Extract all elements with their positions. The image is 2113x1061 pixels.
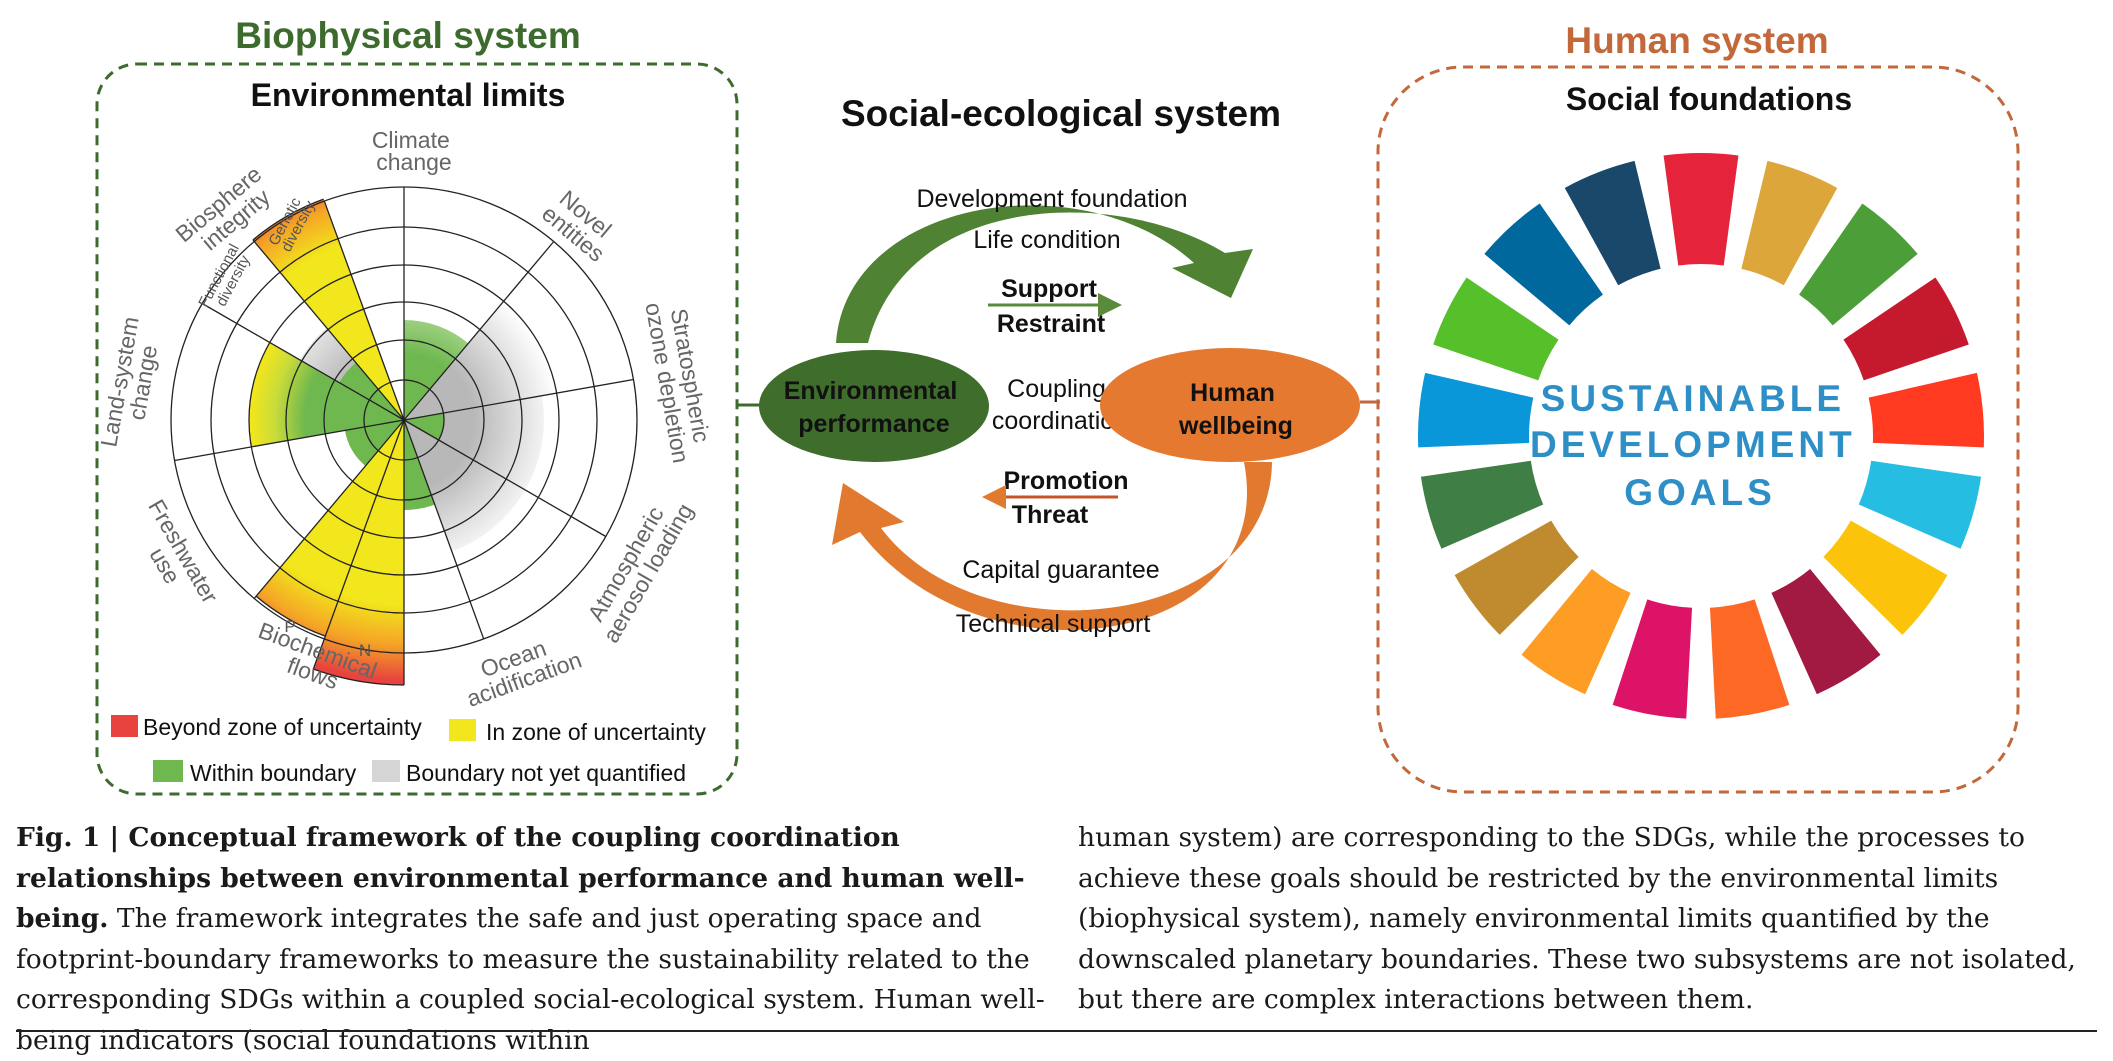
wedge-aerosol-loading bbox=[404, 420, 526, 552]
sdg-segment-14 bbox=[1418, 372, 1534, 448]
sdg-segment-10 bbox=[1612, 599, 1693, 719]
biophysical-panel: Biophysical system Environmental limits … bbox=[95, 15, 739, 796]
environmental-performance-node bbox=[759, 350, 989, 462]
legend-label-uncertain: In zone of uncertainty bbox=[486, 719, 706, 745]
sdg-segment-7 bbox=[1823, 520, 1948, 635]
boundary-spoke-12 bbox=[323, 200, 405, 421]
top-arc-arrow bbox=[836, 205, 1253, 343]
overshoot-arc-3 bbox=[255, 595, 326, 637]
boundary-spoke-3 bbox=[403, 378, 634, 421]
biophysical-dashed-border bbox=[95, 62, 739, 796]
sdg-segment-11 bbox=[1521, 568, 1631, 695]
social-ecological-diagram: Social-ecological system Development fou… bbox=[759, 93, 1360, 638]
wedge-ozone-depletion-outer bbox=[438, 395, 544, 490]
label-promotion: Promotion bbox=[1004, 467, 1129, 495]
wedge-freshwater-use bbox=[344, 420, 404, 466]
wedge-functional-diversity bbox=[339, 362, 404, 420]
sdg-label: SUSTAINABLE DEVELOPMENT GOALS bbox=[1530, 378, 1870, 513]
bottom-arc-arrow bbox=[832, 462, 1272, 631]
sdg-segment-15 bbox=[1433, 277, 1559, 381]
caption-title: Conceptual framework of the coupling coo… bbox=[16, 822, 1025, 934]
sdg-segment-6 bbox=[1858, 460, 1982, 549]
boundary-spoke-11 bbox=[252, 239, 405, 421]
planetary-boundary-wedges bbox=[248, 199, 557, 685]
label-restraint: Restraint bbox=[997, 310, 1106, 338]
sdg-segment-5 bbox=[1868, 372, 1985, 448]
sdg-wheel bbox=[1418, 153, 1985, 719]
label-technical-support: Technical support bbox=[956, 610, 1151, 638]
sdg-segment-9 bbox=[1709, 599, 1790, 719]
label-phosphorus: P bbox=[284, 617, 295, 636]
sdg-segment-1 bbox=[1663, 153, 1739, 266]
boundary-spoke-8 bbox=[253, 419, 405, 599]
sdg-segment-8 bbox=[1771, 568, 1881, 695]
sdg-segment-2 bbox=[1741, 160, 1838, 286]
bottom-rule bbox=[16, 1030, 2097, 1032]
legend-label-beyond: Beyond zone of uncertainty bbox=[143, 714, 422, 740]
caption-right-text: human system) are corresponding to the S… bbox=[1078, 822, 2076, 1015]
sdg-segment-3 bbox=[1799, 203, 1918, 326]
label-life-condition: Life condition bbox=[973, 226, 1120, 254]
sdg-segment-4 bbox=[1843, 277, 1969, 381]
human-wellbeing-label: Human wellbeing bbox=[1178, 379, 1293, 440]
boundary-spoke-10 bbox=[201, 302, 405, 421]
figure-caption-left: Fig. 1 | Conceptual framework of the cou… bbox=[16, 818, 1046, 1061]
label-climate-change: Climate change bbox=[372, 127, 456, 175]
boundary-spoke-5 bbox=[403, 419, 485, 640]
human-system-title: Human system bbox=[1565, 20, 1828, 61]
legend-label-within: Within boundary bbox=[190, 760, 357, 786]
sdg-segment-16 bbox=[1484, 203, 1603, 326]
sdg-segment-13 bbox=[1420, 460, 1544, 549]
legend-swatch-uncertain bbox=[449, 719, 476, 741]
wedge-biochem-nitrogen bbox=[313, 420, 404, 685]
wedge-land-system-change bbox=[248, 342, 404, 447]
legend-swatch-beyond bbox=[111, 715, 138, 737]
label-stratospheric-ozone: Stratospheric ozone depletion bbox=[640, 296, 717, 465]
label-atmospheric-aerosol: Atmospheric aerosol loading bbox=[577, 487, 698, 647]
human-wellbeing-node bbox=[1100, 348, 1360, 462]
label-novel-entities: Novel entities bbox=[537, 182, 624, 266]
legend: Beyond zone of uncertainty In zone of un… bbox=[111, 714, 706, 786]
human-system-panel: Human system Social foundations SUSTAINA… bbox=[1376, 20, 2020, 794]
caption-left-text: The framework integrates the safe and ju… bbox=[16, 903, 1045, 1056]
boundary-spoke-7 bbox=[312, 419, 405, 670]
label-land-system-change: Land-system change bbox=[95, 308, 167, 452]
environmental-limits-title: Environmental limits bbox=[251, 77, 566, 113]
wedge-climate-change bbox=[404, 320, 469, 420]
sdg-segment-12 bbox=[1454, 520, 1579, 635]
overshoot-arc-2 bbox=[313, 668, 405, 686]
legend-swatch-not-quantified bbox=[372, 760, 400, 782]
environmental-performance-label: Environmental performance bbox=[784, 377, 965, 438]
label-capital-guarantee: Capital guarantee bbox=[962, 556, 1159, 584]
label-ocean-acidification: Ocean acidification bbox=[455, 625, 585, 712]
social-ecological-title: Social-ecological system bbox=[841, 93, 1281, 134]
boundary-spoke-4 bbox=[403, 419, 607, 538]
boundary-spoke-2 bbox=[403, 241, 555, 421]
figure-caption-right: human system) are corresponding to the S… bbox=[1078, 818, 2098, 1021]
wedge-genetic-diversity bbox=[252, 199, 404, 420]
overshoot-arc-1 bbox=[252, 198, 324, 241]
label-support: Support bbox=[1001, 275, 1097, 303]
social-foundations-title: Social foundations bbox=[1566, 81, 1852, 117]
legend-label-not-quantified: Boundary not yet quantified bbox=[406, 760, 686, 786]
label-nitrogen: N bbox=[359, 641, 371, 660]
boundary-spoke-9 bbox=[174, 419, 405, 462]
legend-swatch-within bbox=[153, 760, 183, 782]
label-development-foundation: Development foundation bbox=[916, 185, 1187, 213]
label-freshwater-use: Freshwater use bbox=[123, 495, 226, 625]
caption-fig-label: Fig. 1 | bbox=[16, 822, 129, 853]
planetary-boundary-spokes bbox=[174, 187, 634, 686]
biophysical-system-title: Biophysical system bbox=[235, 15, 580, 56]
wedge-biochem-phosphorus bbox=[256, 420, 404, 637]
label-threat: Threat bbox=[1012, 501, 1089, 529]
framework-figure: Biophysical system Environmental limits … bbox=[95, 15, 2020, 796]
sdg-segment-17 bbox=[1564, 160, 1661, 286]
wedge-ozone-depletion-inner bbox=[404, 413, 444, 440]
